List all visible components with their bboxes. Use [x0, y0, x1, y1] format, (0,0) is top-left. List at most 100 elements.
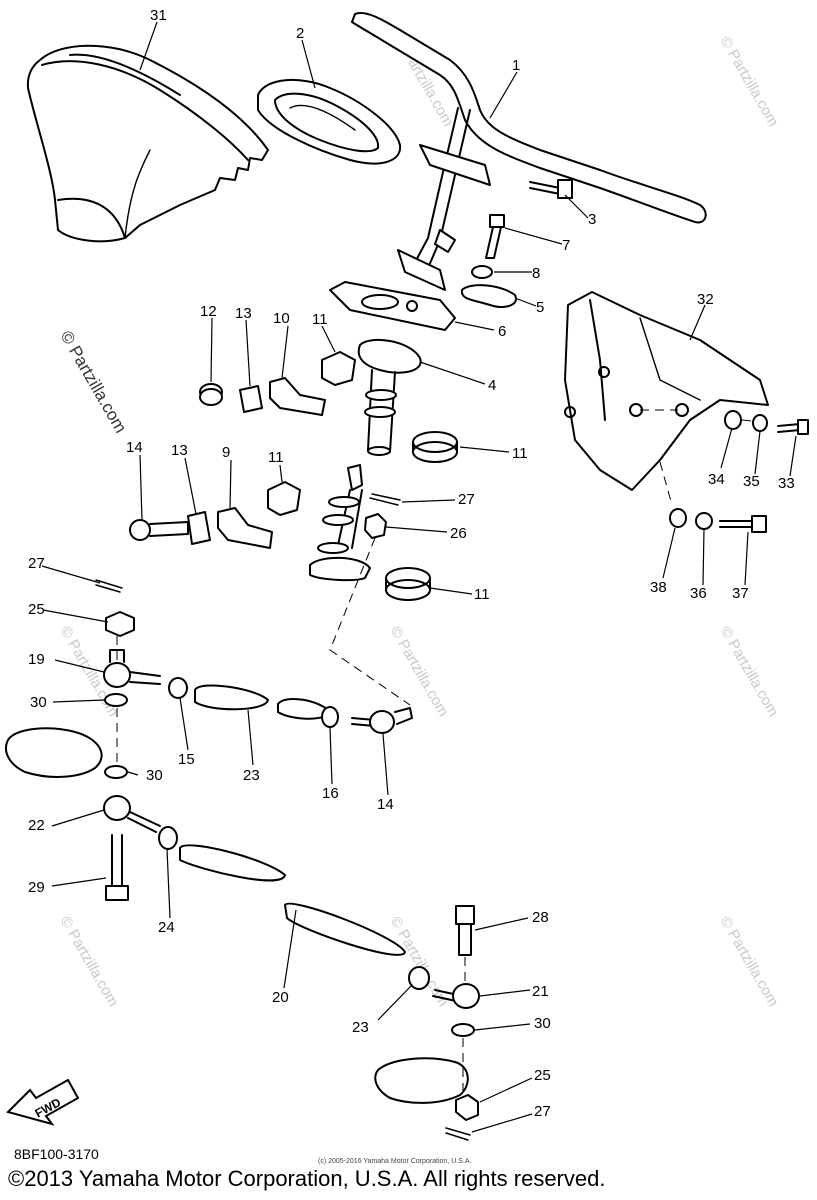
nut-23 — [408, 966, 430, 990]
part-label: 2 — [296, 25, 304, 42]
steering-column-4 — [357, 338, 422, 456]
part-label: 35 — [743, 473, 760, 490]
tie-rod-15 — [194, 684, 331, 720]
nut-18 — [321, 706, 339, 728]
part-label: 13 — [171, 442, 188, 459]
watermark: © Partzilla.com — [717, 914, 782, 1010]
grip-pad-2 — [257, 78, 402, 165]
part-labels: 31 2 1 3 7 8 5 6 4 32 12 13 10 11 11 14 … — [28, 7, 795, 1120]
ball-joint-22 — [103, 795, 161, 833]
handlebar-1 — [351, 12, 707, 291]
bolt-29 — [105, 834, 129, 901]
nut-24 — [158, 826, 178, 850]
bushing-11d — [385, 567, 431, 601]
watermark: © Partzilla.com — [387, 624, 452, 720]
washer-36 — [695, 512, 713, 530]
clip-13-lower — [187, 511, 211, 545]
part-label: 7 — [562, 237, 570, 254]
part-label: 12 — [200, 303, 217, 320]
bolt-14 — [129, 519, 189, 541]
cotter-pin-27b — [95, 579, 123, 593]
part-label: 25 — [28, 601, 45, 618]
part-label: 11 — [474, 586, 490, 603]
part-label: 1 — [512, 57, 520, 74]
cotter-pin-27c — [445, 1127, 471, 1141]
steering-arm-right — [374, 1057, 469, 1104]
bushing-11a — [321, 351, 356, 386]
part-label: 13 — [235, 305, 252, 322]
ball-joint-16 — [351, 707, 413, 734]
part-label: 34 — [708, 471, 725, 488]
side-cover-32 — [564, 291, 769, 491]
part-label: 24 — [158, 919, 175, 936]
part-label: 30 — [534, 1015, 551, 1032]
nut-25b — [455, 1094, 479, 1121]
tie-rod-20 — [179, 844, 406, 956]
part-label: 31 — [150, 7, 167, 24]
part-label: 11 — [268, 449, 284, 466]
watermark: © Partzilla.com — [387, 914, 452, 1010]
bracket-plate-6 — [329, 281, 456, 331]
bolt-37 — [719, 515, 767, 533]
diagram-code: 8BF100-3170 — [14, 1146, 99, 1162]
washer-38 — [669, 508, 687, 528]
clamp-9 — [217, 507, 273, 549]
washer-30c — [451, 1023, 475, 1037]
cotter-pin-27a — [369, 493, 401, 506]
leader-lines — [41, 21, 797, 1133]
part-label: 16 — [322, 785, 339, 802]
part-label: 9 — [222, 444, 230, 461]
part-label: 10 — [273, 310, 290, 327]
part-label: 11 — [512, 445, 528, 462]
part-label: 4 — [488, 377, 496, 394]
part-label: 27 — [28, 555, 45, 572]
ball-joint-17 — [103, 649, 161, 688]
bolt-28 — [455, 905, 475, 956]
clip-13-upper — [239, 385, 263, 413]
part-label: 19 — [28, 651, 45, 668]
bolt-7 — [485, 214, 505, 259]
part-label: 11 — [312, 311, 328, 328]
part-label: 28 — [532, 909, 549, 926]
part-label: 8 — [532, 265, 540, 282]
part-label: 27 — [458, 491, 475, 508]
part-label: 30 — [146, 767, 163, 784]
nut-12 — [199, 383, 223, 406]
washer-35 — [724, 410, 742, 430]
part-label: 23 — [243, 767, 260, 784]
part-label: 29 — [28, 879, 45, 896]
part-label: 26 — [450, 525, 467, 542]
part-label: 5 — [536, 299, 544, 316]
part-label: 6 — [498, 323, 506, 340]
part-label: 38 — [650, 579, 667, 596]
small-print: (c) 2005-2016 Yamaha Motor Corporation, … — [318, 1158, 472, 1165]
watermark: © Partzilla.com — [717, 624, 782, 720]
washer-30a — [104, 693, 128, 707]
part-label: 20 — [272, 989, 289, 1006]
part-label: 15 — [178, 751, 195, 768]
part-label: 30 — [30, 694, 47, 711]
part-label: 21 — [532, 983, 549, 1000]
part-label: 27 — [534, 1103, 551, 1120]
part-label: 14 — [126, 439, 143, 456]
nut-26 — [364, 513, 387, 539]
handlebar-cover-31 — [26, 44, 269, 243]
part-label: 36 — [690, 585, 707, 602]
assembly-lines — [116, 409, 753, 1095]
part-label: 37 — [732, 585, 749, 602]
bushing-11b — [412, 431, 458, 463]
bushing-11c — [267, 481, 301, 516]
watermark: © Partzilla.com — [57, 328, 131, 437]
holder-cap-5 — [460, 284, 517, 308]
washer-34 — [752, 414, 768, 432]
part-label: 23 — [352, 1019, 369, 1036]
part-label: 33 — [778, 475, 795, 492]
part-label: 22 — [28, 817, 45, 834]
steering-column-lower — [309, 464, 371, 582]
nut-25a — [105, 611, 135, 637]
part-label: 32 — [697, 291, 714, 308]
part-label: 3 — [588, 211, 596, 228]
clamp-10 — [269, 377, 326, 416]
copyright-notice: ©2013 Yamaha Motor Corporation, U.S.A. A… — [8, 1166, 606, 1191]
